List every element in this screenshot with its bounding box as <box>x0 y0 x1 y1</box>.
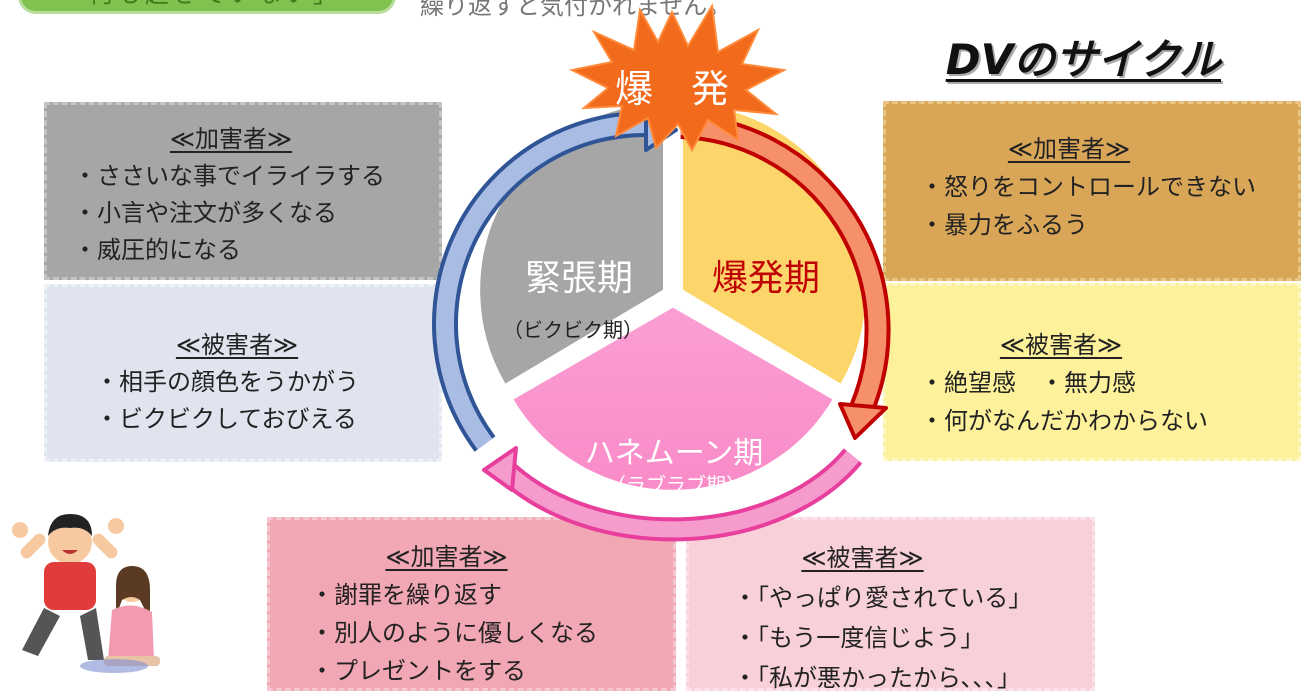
box-heading: ≪被害者≫ <box>999 331 1123 359</box>
box-line: ・ささいな事でイライラする <box>73 162 385 190</box>
couple-argument-illustration <box>12 514 160 673</box>
explosion-perpetrator-box: ≪加害者≫ ・怒りをコントロールできない ・暴力をふるう <box>883 101 1301 281</box>
box-heading: ≪被害者≫ <box>175 331 299 359</box>
box-line: ・「私が悪かったから､､､」 <box>733 664 1021 692</box>
box-line: ・プレゼントをする <box>310 657 526 685</box>
box-line: ・威圧的になる <box>73 236 241 264</box>
explosion-label: 爆 発 <box>615 67 729 111</box>
tension-phase-sub: （ビクビク期） <box>503 318 643 342</box>
box-line: ・相手の顔色をうかがう <box>95 368 359 396</box>
angry-man-figure <box>12 514 124 660</box>
box-line: ・怒りをコントロールできない <box>920 173 1256 201</box>
tension-victim-box: ≪被害者≫ ・相手の顔色をうかがう ・ビクビクしておびえる <box>44 284 442 462</box>
box-line: ・暴力をふるう <box>920 211 1088 239</box>
box-line: ・別人のように優しくなる <box>310 619 598 647</box>
box-line: ・ビクビクしておびえる <box>95 405 357 433</box>
box-heading: ≪被害者≫ <box>801 544 924 572</box>
header-banner-label: 「何も起きていない」 <box>61 0 341 9</box>
explosion-phase-label: 爆発期 <box>712 258 820 299</box>
honeymoon-sector <box>504 299 842 498</box>
honeymoon-perpetrator-box: ≪加害者≫ ・謝罪を繰り返す ・別人のように優しくなる ・プレゼントをする <box>267 517 676 691</box>
tension-perpetrator-box: ≪加害者≫ ・ささいな事でイライラする ・小言や注文が多くなる ・威圧的になる <box>44 102 442 280</box>
box-line: ・絶望感 ・無力感 <box>920 369 1136 397</box>
box-heading: ≪加害者≫ <box>169 125 293 153</box>
box-line: ・何がなんだかわからない <box>920 407 1208 435</box>
box-line: ・小言や注文が多くなる <box>73 199 337 227</box>
box-line: ・「やっぱり愛されている」 <box>733 584 1033 612</box>
explosion-burst-icon <box>568 3 788 153</box>
page-title: DVのサイクル <box>945 35 1221 84</box>
box-heading: ≪加害者≫ <box>1007 135 1131 163</box>
explosion-victim-box: ≪被害者≫ ・絶望感 ・無力感 ・何がなんだかわからない <box>883 283 1301 461</box>
tension-phase-label: 緊張期 <box>525 258 633 299</box>
frightened-woman-figure <box>104 566 160 666</box>
box-line: ・謝罪を繰り返す <box>310 581 502 609</box>
honeymoon-phase-label: ハネムーン期 <box>585 436 764 471</box>
pink-cycle-arrow <box>482 446 863 542</box>
honeymoon-phase-sub: （ラブラブ期） <box>606 473 746 497</box>
honeymoon-victim-box: ≪被害者≫ ・「やっぱり愛されている」 ・「もう一度信じよう」 ・「私が悪かった… <box>686 517 1095 692</box>
header-note: 繰り返すと気付かれません。 <box>420 0 732 20</box>
box-line: ・「もう一度信じよう」 <box>733 624 985 652</box>
box-heading: ≪加害者≫ <box>385 543 508 571</box>
